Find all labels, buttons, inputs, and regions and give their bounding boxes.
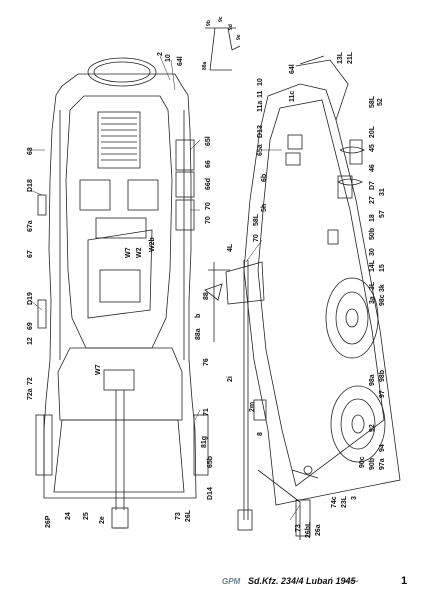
label-27: 27 [369,196,376,204]
label-66: 66 [205,160,212,168]
small-text: Nyx model [344,579,359,583]
label-65a: 65a [257,144,264,156]
brand-logo: GPM [222,577,241,586]
label-18: 18 [369,214,376,222]
label-92: 92 [369,424,376,432]
label-10: 10 [165,54,172,62]
label-11a: 11a [257,101,264,112]
label-5h: 5h [261,204,268,212]
label-88a-detail: 88a [202,61,208,70]
label-13L: 13L [337,51,344,64]
label-31: 31 [379,188,386,196]
label-26L: 26L [185,509,192,522]
label-8: 8 [257,432,264,436]
label-30: 30 [369,248,376,256]
label-67: 67 [27,250,34,258]
label-W2b: W2b [149,237,156,252]
label-23L: 23L [341,495,348,508]
label-W7a: W7 [125,247,132,258]
label-26a: 26a [315,524,322,536]
label-6b: 6b [261,174,268,182]
label-88a: 88a [195,328,202,340]
label-11: 11 [257,90,264,98]
label-65l: 65l [205,136,212,146]
label-71: 71 [203,408,210,416]
label-90c: 90c [359,456,366,468]
label-D18: D18 [27,179,34,192]
label-D14: D14 [207,487,214,500]
label-64l: 64l [177,56,184,66]
label-2e: 2e [99,516,106,524]
label-97: 97 [379,390,386,398]
label-64l-side: 64l [289,64,296,74]
label-D19: D19 [27,292,34,305]
label-12: 12 [27,337,34,345]
label-2: 2 [157,52,164,56]
label-46: 46 [369,164,376,172]
label-68: 68 [27,147,34,155]
label-76: 76 [203,358,210,366]
label-26P: 26P [45,515,52,528]
label-88: 88 [203,292,210,300]
footer: GPM Sd.Kfz. 234/4 Lubań 1945 Nyx model 1 [222,575,412,591]
label-98c: 98c [379,294,386,306]
label-98a: 98a [369,374,376,386]
label-3-side: 3 [351,496,358,500]
label-70a: 70 [205,216,212,224]
label-57: 57 [379,210,386,218]
label-90b: 90b [369,458,376,470]
label-9b: 9b [206,20,212,26]
label-3k: 3k [379,284,386,292]
label-10-side: 10 [257,78,264,86]
label-45: 45 [369,144,376,152]
label-81g: 81g [201,436,208,448]
label-26bL: 26bL [305,521,312,538]
sheet-title: Sd.Kfz. 234/4 Lubań 1945 [248,576,356,586]
label-9c: 9c [218,16,224,22]
label-74c: 74c [331,496,338,508]
label-65b: 65b [207,456,214,468]
label-3L: 3L [369,281,376,290]
label-9e: 9e [236,34,242,40]
label-24: 24 [65,512,72,520]
label-W7b: W7 [95,364,102,375]
label-69: 69 [27,322,34,330]
label-11c: 11c [289,91,296,102]
label-58L-b: 58L [253,213,260,226]
label-98b: 98b [379,370,386,382]
top-view-hull [35,57,209,529]
label-70-side: 70 [253,234,260,242]
label-2m: 2m [249,402,256,412]
detail-inset [205,27,241,71]
label-50b: 50b [369,228,376,240]
label-9d: 9d [228,24,234,30]
leader-lines [29,55,301,521]
label-72: 72 [27,377,34,385]
label-b: b [195,314,202,318]
label-4L: 4L [227,243,234,252]
label-94: 94 [379,444,386,452]
label-73: 73 [175,512,182,520]
side-view-hull [204,55,401,540]
label-70b: 70 [205,202,212,210]
label-52: 52 [377,98,384,106]
label-66d: 66d [205,178,212,190]
label-14L: 14L [369,259,376,272]
label-2i: 2i [227,376,234,382]
label-20L: 20L [369,125,376,138]
label-72a: 72a [27,388,34,400]
label-97a: 97a [379,458,386,470]
label-15: 15 [379,264,386,272]
label-21L: 21L [347,51,354,64]
label-3a: 3a [369,296,376,304]
label-D7: D7 [369,181,376,190]
label-73-side: 73 [295,524,302,532]
label-W2: W2 [136,247,143,258]
label-58L-a: 58L [369,95,376,108]
label-D13: D13 [257,125,264,138]
page-number: 1 [401,575,408,587]
label-67a: 67a [27,220,34,232]
label-25: 25 [83,512,90,520]
